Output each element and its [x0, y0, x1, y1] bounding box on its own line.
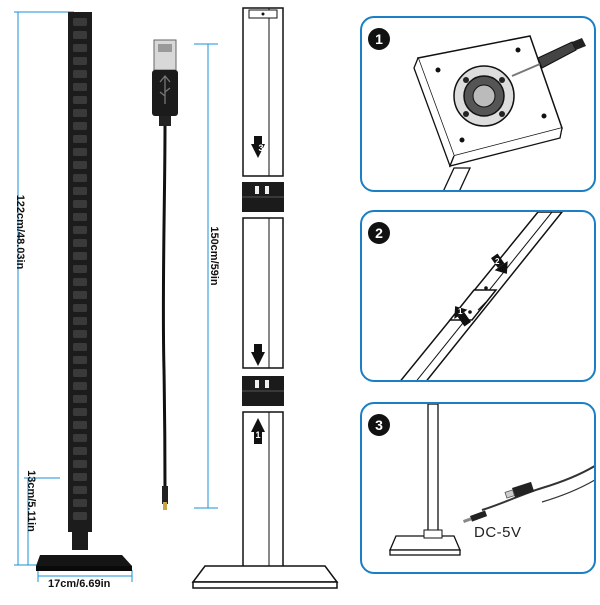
light-segment	[73, 213, 87, 221]
light-segment	[73, 421, 87, 429]
joint-marker-left: 1	[458, 307, 463, 316]
pole-marker-middle: 2	[255, 345, 261, 355]
light-segment	[73, 317, 87, 325]
light-segment	[73, 382, 87, 390]
light-segment	[73, 226, 87, 234]
light-segment	[73, 473, 87, 481]
pole-marker-lower: 1	[255, 430, 261, 440]
light-segment	[73, 330, 87, 338]
pole-marker-upper: 3	[258, 143, 264, 153]
light-segment	[73, 239, 87, 247]
light-segment	[73, 31, 87, 39]
light-segment	[73, 44, 87, 52]
usb-cable-drawing	[152, 39, 178, 510]
light-segment	[73, 122, 87, 130]
light-segment	[73, 109, 87, 117]
step-number-badge: 2	[368, 222, 390, 244]
step-number-badge: 1	[368, 28, 390, 50]
light-segment	[73, 135, 87, 143]
light-segment	[73, 148, 87, 156]
light-segment	[73, 395, 87, 403]
light-segment	[73, 356, 87, 364]
light-segment	[73, 369, 87, 377]
floor-lamp-drawing	[191, 7, 339, 589]
dimension-150cm-line	[188, 40, 228, 510]
step-2-illustration	[400, 212, 563, 380]
light-segment	[73, 291, 87, 299]
light-bar-drawing	[14, 11, 133, 582]
light-segment	[73, 486, 87, 494]
dimension-label-13cm: 13cm/5.11in	[25, 470, 37, 532]
dimension-150cm-drawing	[194, 43, 218, 509]
light-segment	[73, 200, 87, 208]
light-bar-product	[0, 0, 140, 600]
light-segment	[73, 57, 87, 65]
light-segment	[73, 70, 87, 78]
light-segment	[73, 83, 87, 91]
joint-marker-right: 2	[495, 257, 500, 266]
light-segment	[73, 447, 87, 455]
light-segment	[73, 265, 87, 273]
light-segment	[73, 512, 87, 520]
assembly-step-2-panel: 2 2 1	[360, 210, 596, 382]
light-segment	[73, 161, 87, 169]
light-segment	[73, 343, 87, 351]
floor-lamp-assembly	[175, 0, 355, 600]
light-segment	[73, 460, 87, 468]
light-segment	[73, 408, 87, 416]
light-segment	[73, 499, 87, 507]
light-segment	[73, 18, 87, 26]
light-segment	[73, 304, 87, 312]
step-3-illustration	[389, 404, 594, 556]
light-segment	[73, 434, 87, 442]
light-segment	[73, 252, 87, 260]
assembly-step-3-panel: 3 DC-5V	[360, 402, 596, 574]
light-segment	[73, 174, 87, 182]
light-segment	[73, 187, 87, 195]
light-segment	[73, 96, 87, 104]
dimension-label-122cm: 122cm/48.03in	[14, 194, 26, 270]
assembly-step-1-panel: 1	[360, 16, 596, 192]
step-1-illustration	[413, 35, 586, 190]
usb-cable	[140, 30, 190, 520]
light-segment	[73, 278, 87, 286]
dimension-label-17cm: 17cm/6.69in	[48, 578, 111, 590]
step-number-badge: 3	[368, 414, 390, 436]
power-spec-label: DC-5V	[474, 524, 522, 541]
